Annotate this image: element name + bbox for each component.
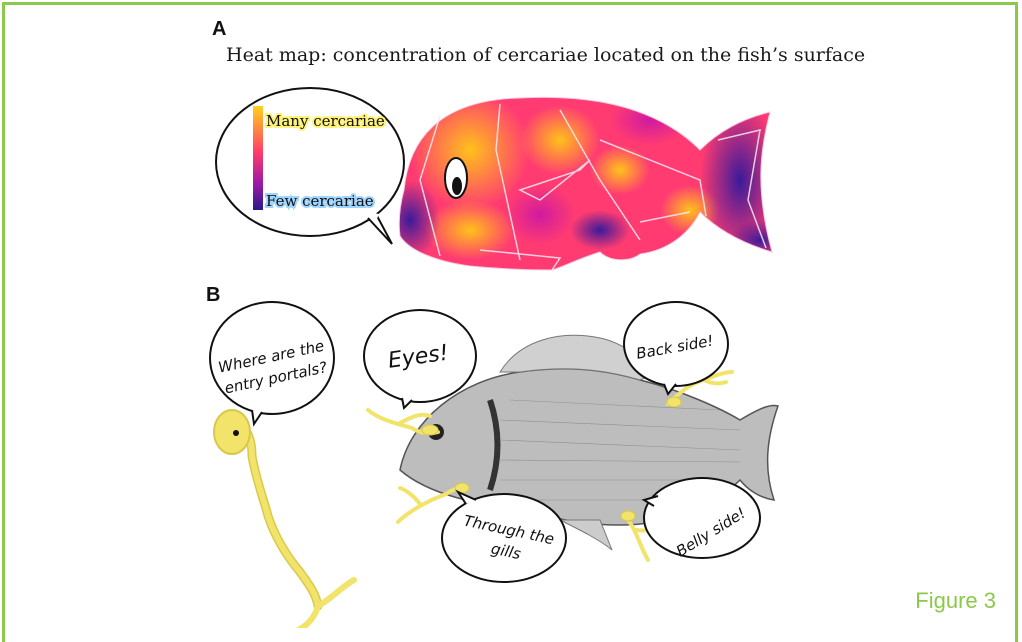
- legend-bubble: Many cercariae Few cercariae: [216, 88, 404, 244]
- legend-low-label: Few cercariae: [266, 192, 374, 210]
- question-bubble: Where are the entry portals?: [210, 302, 334, 424]
- cercaria-illustration: [214, 410, 354, 628]
- belly-side-bubble: Belly side!: [644, 478, 760, 560]
- legend-high-label: Many cercariae: [266, 112, 385, 130]
- figure-canvas: Many cercariae Few cercariae: [0, 0, 1022, 628]
- legend-colorbar: [253, 106, 263, 210]
- gills-bubble: Through the gills: [442, 492, 566, 582]
- heatmap-fish: [380, 90, 790, 280]
